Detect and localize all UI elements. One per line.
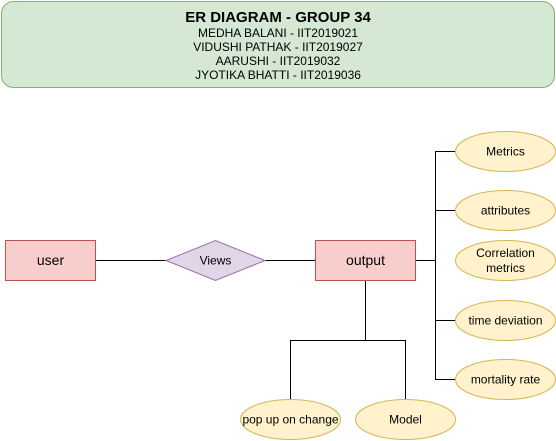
attribute-mortality-rate-label: mortality rate bbox=[471, 373, 541, 387]
attribute-metrics: Metrics bbox=[455, 131, 556, 172]
member-line: AARUSHI - IIT2019032 bbox=[216, 54, 341, 68]
attribute-model-label: Model bbox=[389, 413, 422, 427]
attribute-time-deviation-label: time deviation bbox=[468, 314, 542, 328]
attribute-correlation-metrics: Correlation metrics bbox=[455, 240, 556, 281]
attribute-attributes-label: attributes bbox=[481, 204, 530, 218]
attribute-mortality-rate: mortality rate bbox=[455, 359, 556, 400]
attribute-pop-up-on-change-label: pop up on change bbox=[242, 413, 338, 427]
entity-output: output bbox=[315, 240, 416, 281]
diagram-title: ER DIAGRAM - GROUP 34 bbox=[185, 9, 371, 26]
connectors bbox=[95, 151, 455, 399]
attribute-model-ellipse bbox=[355, 399, 456, 440]
relationship-views-label: Views bbox=[200, 254, 232, 268]
member-line: VIDUSHI PATHAK - IIT2019027 bbox=[193, 40, 363, 54]
attribute-pop-up-on-change: pop up on change bbox=[240, 399, 341, 440]
attribute-metrics-label: Metrics bbox=[486, 145, 525, 159]
relationship-views: Views bbox=[164, 239, 267, 282]
attribute-model: Model bbox=[355, 399, 456, 440]
attribute-attributes: attributes bbox=[455, 190, 556, 231]
member-line: JYOTIKA BHATTI - IIT2019036 bbox=[195, 68, 361, 82]
entity-user-label: user bbox=[37, 252, 65, 268]
attribute-time-deviation: time deviation bbox=[455, 300, 556, 341]
entity-user: user bbox=[5, 240, 96, 281]
member-line: MEDHA BALANI - IIT2019021 bbox=[198, 26, 358, 40]
title-box: ER DIAGRAM - GROUP 34 MEDHA BALANI - IIT… bbox=[1, 1, 555, 88]
entity-user-box bbox=[5, 240, 96, 281]
attribute-correlation-metrics-label-line1: Correlation bbox=[476, 246, 535, 260]
entity-output-box bbox=[315, 240, 416, 281]
title-box-background bbox=[1, 1, 555, 88]
entity-output-label: output bbox=[346, 252, 385, 268]
attribute-correlation-metrics-label-line2: metrics bbox=[486, 261, 525, 275]
attribute-pop-up-on-change-ellipse bbox=[240, 399, 341, 440]
relationship-views-diamond bbox=[164, 239, 267, 282]
